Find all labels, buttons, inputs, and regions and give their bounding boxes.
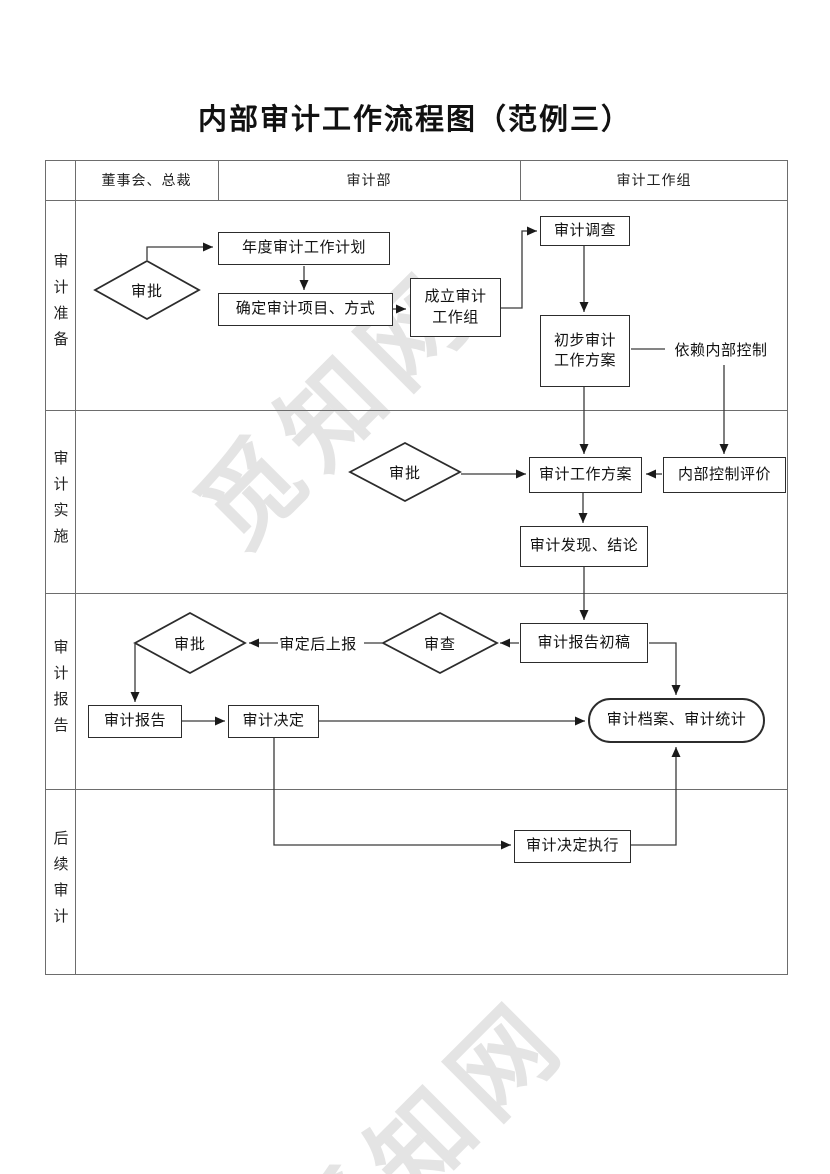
- process-preliminary-plan-line2: 工作方案: [553, 353, 616, 369]
- decision-approve-1-label: 审批: [130, 283, 163, 300]
- decision-shape-approve-2: [348, 441, 462, 503]
- process-establish-team: 成立审计 工作组: [410, 278, 501, 337]
- process-report-draft: 审计报告初稿: [520, 623, 648, 663]
- decision-shape-review: [381, 611, 499, 675]
- process-determine-projects-label: 确定审计项目、方式: [235, 301, 376, 318]
- row-divider-2: [45, 593, 788, 594]
- process-audit-report-label: 审计报告: [103, 713, 166, 730]
- process-annual-audit-plan: 年度审计工作计划: [218, 232, 390, 265]
- row-label-audit-report: 审计报告: [51, 639, 68, 743]
- process-decision-execution: 审计决定执行: [514, 830, 631, 863]
- process-internal-control-evaluation-label: 内部控制评价: [677, 466, 771, 483]
- column-header-audit-dept: 审计部: [346, 174, 392, 189]
- decision-approve-3-label: 审批: [173, 636, 206, 653]
- process-audit-decision-label: 审计决定: [242, 713, 305, 730]
- page-title: 内部审计工作流程图（范例三）: [197, 104, 632, 136]
- decision-review-label: 审查: [423, 636, 456, 653]
- process-audit-work-plan: 审计工作方案: [529, 457, 642, 493]
- header-divider: [45, 200, 788, 201]
- row-label-audit-implementation: 审计实施: [51, 449, 68, 554]
- process-preliminary-plan-line1: 初步审计: [553, 332, 616, 349]
- header-column-divider-1: [218, 160, 219, 200]
- decision-shape-approve-1: [93, 259, 201, 321]
- column-header-audit-team: 审计工作组: [616, 174, 692, 189]
- row-divider-1: [45, 410, 788, 411]
- row-divider-3: [45, 789, 788, 790]
- process-audit-investigation-label: 审计调查: [553, 222, 616, 239]
- header-column-divider-2: [520, 160, 521, 200]
- process-audit-findings-label: 审计发现、结论: [529, 538, 639, 555]
- terminal-audit-archive: 审计档案、审计统计: [588, 698, 765, 743]
- arrow-draft-to-archive: [649, 642, 681, 695]
- text-rely-internal-control: 依赖内部控制: [674, 342, 768, 359]
- process-audit-report: 审计报告: [88, 705, 182, 738]
- process-audit-decision: 审计决定: [228, 705, 319, 738]
- process-annual-audit-plan-label: 年度审计工作计划: [241, 240, 366, 257]
- process-establish-team-line2: 工作组: [432, 309, 479, 326]
- process-audit-investigation: 审计调查: [540, 216, 630, 246]
- process-preliminary-plan: 初步审计 工作方案: [540, 315, 630, 387]
- process-audit-findings: 审计发现、结论: [520, 526, 648, 567]
- arrow-approve1-to-annual-plan: [146, 242, 213, 260]
- arrow-execution-to-archive: [631, 747, 681, 846]
- column-header-board: 董事会、总裁: [101, 174, 192, 189]
- process-report-draft-label: 审计报告初稿: [537, 634, 631, 651]
- process-decision-execution-label: 审计决定执行: [525, 838, 619, 855]
- decision-shape-approve-3: [133, 611, 247, 675]
- row-label-audit-preparation: 审计准备: [51, 253, 68, 357]
- process-audit-work-plan-label: 审计工作方案: [538, 466, 632, 483]
- label-column-divider: [75, 160, 76, 975]
- arrow-establish-to-investigation: [501, 226, 537, 309]
- process-establish-team-line1: 成立审计: [424, 289, 487, 306]
- table-outer-border: [45, 160, 788, 975]
- text-submit-after-approval: 审定后上报: [279, 636, 357, 653]
- process-determine-projects: 确定审计项目、方式: [218, 293, 393, 326]
- arrow-decision-to-execution: [273, 738, 511, 850]
- row-label-follow-up-audit: 后续审计: [51, 830, 68, 934]
- terminal-audit-archive-label: 审计档案、审计统计: [606, 712, 747, 729]
- decision-approve-2-label: 审批: [388, 465, 421, 482]
- process-internal-control-evaluation: 内部控制评价: [663, 457, 786, 493]
